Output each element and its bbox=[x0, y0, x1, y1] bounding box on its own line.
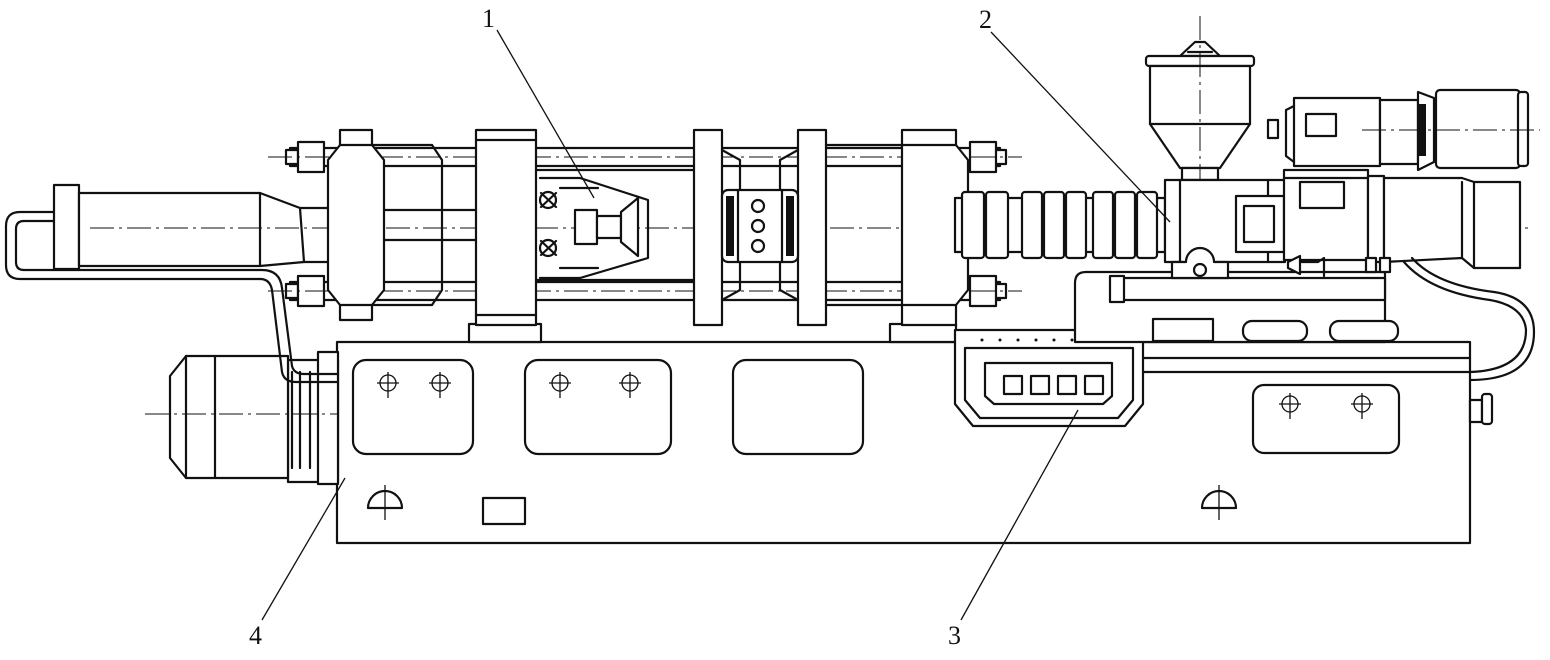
rear-platen bbox=[326, 128, 444, 322]
callout-1: 1 bbox=[482, 4, 495, 33]
front-platen bbox=[824, 128, 970, 327]
injection-slide-base bbox=[1073, 270, 1400, 344]
callout-2: 2 bbox=[979, 5, 992, 34]
hydraulic-line-right bbox=[1402, 256, 1536, 382]
panel-bolts bbox=[377, 372, 1373, 419]
hopper bbox=[1144, 16, 1287, 280]
callout-3: 3 bbox=[948, 621, 961, 650]
clamp-cylinder bbox=[52, 183, 332, 271]
moving-platen bbox=[474, 128, 696, 327]
control-panel bbox=[953, 328, 1145, 428]
callout-4: 4 bbox=[249, 621, 262, 650]
injection-drive bbox=[1266, 88, 1540, 278]
machine-base bbox=[335, 322, 1494, 545]
callout-labels: 1 2 3 4 bbox=[249, 4, 992, 650]
hydraulic-line-left bbox=[4, 210, 340, 384]
fixed-platen bbox=[692, 128, 828, 327]
callout-leaders bbox=[261, 29, 1171, 621]
injection-barrel bbox=[953, 190, 1167, 260]
clamp-motor bbox=[145, 350, 340, 486]
